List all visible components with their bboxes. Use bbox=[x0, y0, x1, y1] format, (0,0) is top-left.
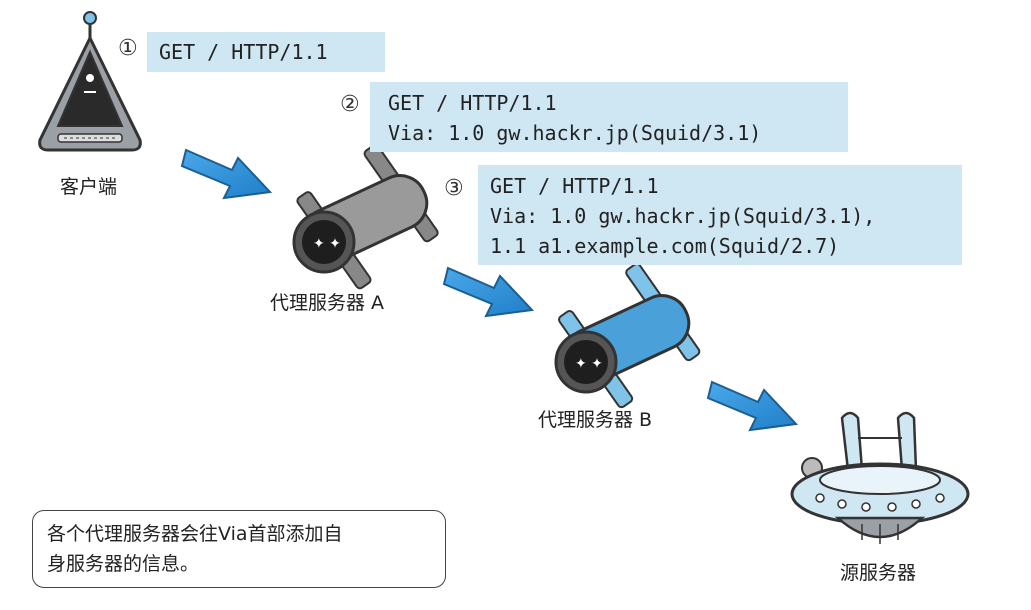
arrow-proxy-a-to-proxy-b bbox=[442, 266, 535, 318]
step-3-line-3: 1.1 a1.example.com(Squid/2.7) bbox=[490, 234, 840, 258]
proxy-b-label: 代理服务器 B bbox=[538, 409, 653, 431]
client-icon bbox=[38, 11, 142, 152]
origin-server-icon bbox=[790, 411, 970, 544]
step-1-number: ① bbox=[118, 36, 138, 61]
proxy-a-label: 代理服务器 A bbox=[270, 292, 385, 314]
proxy-a-icon: ✦ ✦ bbox=[292, 144, 439, 290]
step-3-line-2: Via: 1.0 gw.hackr.jp(Squid/3.1), bbox=[490, 204, 876, 228]
arrow-client-to-proxy-a bbox=[180, 148, 273, 200]
proxy-b-icon: ✦ ✦ bbox=[554, 262, 701, 409]
step-3-line-1: GET / HTTP/1.1 bbox=[490, 174, 659, 198]
note-line-2: 身服务器的信息。 bbox=[47, 553, 200, 575]
note-box: 各个代理服务器会往Via首部添加自 身服务器的信息。 bbox=[32, 510, 446, 588]
svg-text:✦ ✦: ✦ ✦ bbox=[575, 356, 603, 372]
note-line-1: 各个代理服务器会往Via首部添加自 bbox=[47, 523, 343, 545]
step-2-line-2: Via: 1.0 gw.hackr.jp(Squid/3.1) bbox=[388, 121, 762, 145]
step-1-line-1: GET / HTTP/1.1 bbox=[159, 40, 328, 64]
svg-text:✦ ✦: ✦ ✦ bbox=[313, 236, 341, 252]
step-2-number: ② bbox=[340, 92, 360, 117]
step-2-line-1: GET / HTTP/1.1 bbox=[388, 91, 557, 115]
arrow-proxy-b-to-origin bbox=[706, 380, 799, 432]
step-3-number: ③ bbox=[444, 176, 464, 201]
step-1-message-box: GET / HTTP/1.1 bbox=[147, 32, 385, 72]
step-2-message-box: GET / HTTP/1.1 Via: 1.0 gw.hackr.jp(Squi… bbox=[370, 82, 848, 152]
origin-server-label: 源服务器 bbox=[840, 562, 917, 584]
step-3-message-box: GET / HTTP/1.1 Via: 1.0 gw.hackr.jp(Squi… bbox=[478, 165, 962, 265]
client-label: 客户端 bbox=[60, 176, 118, 198]
